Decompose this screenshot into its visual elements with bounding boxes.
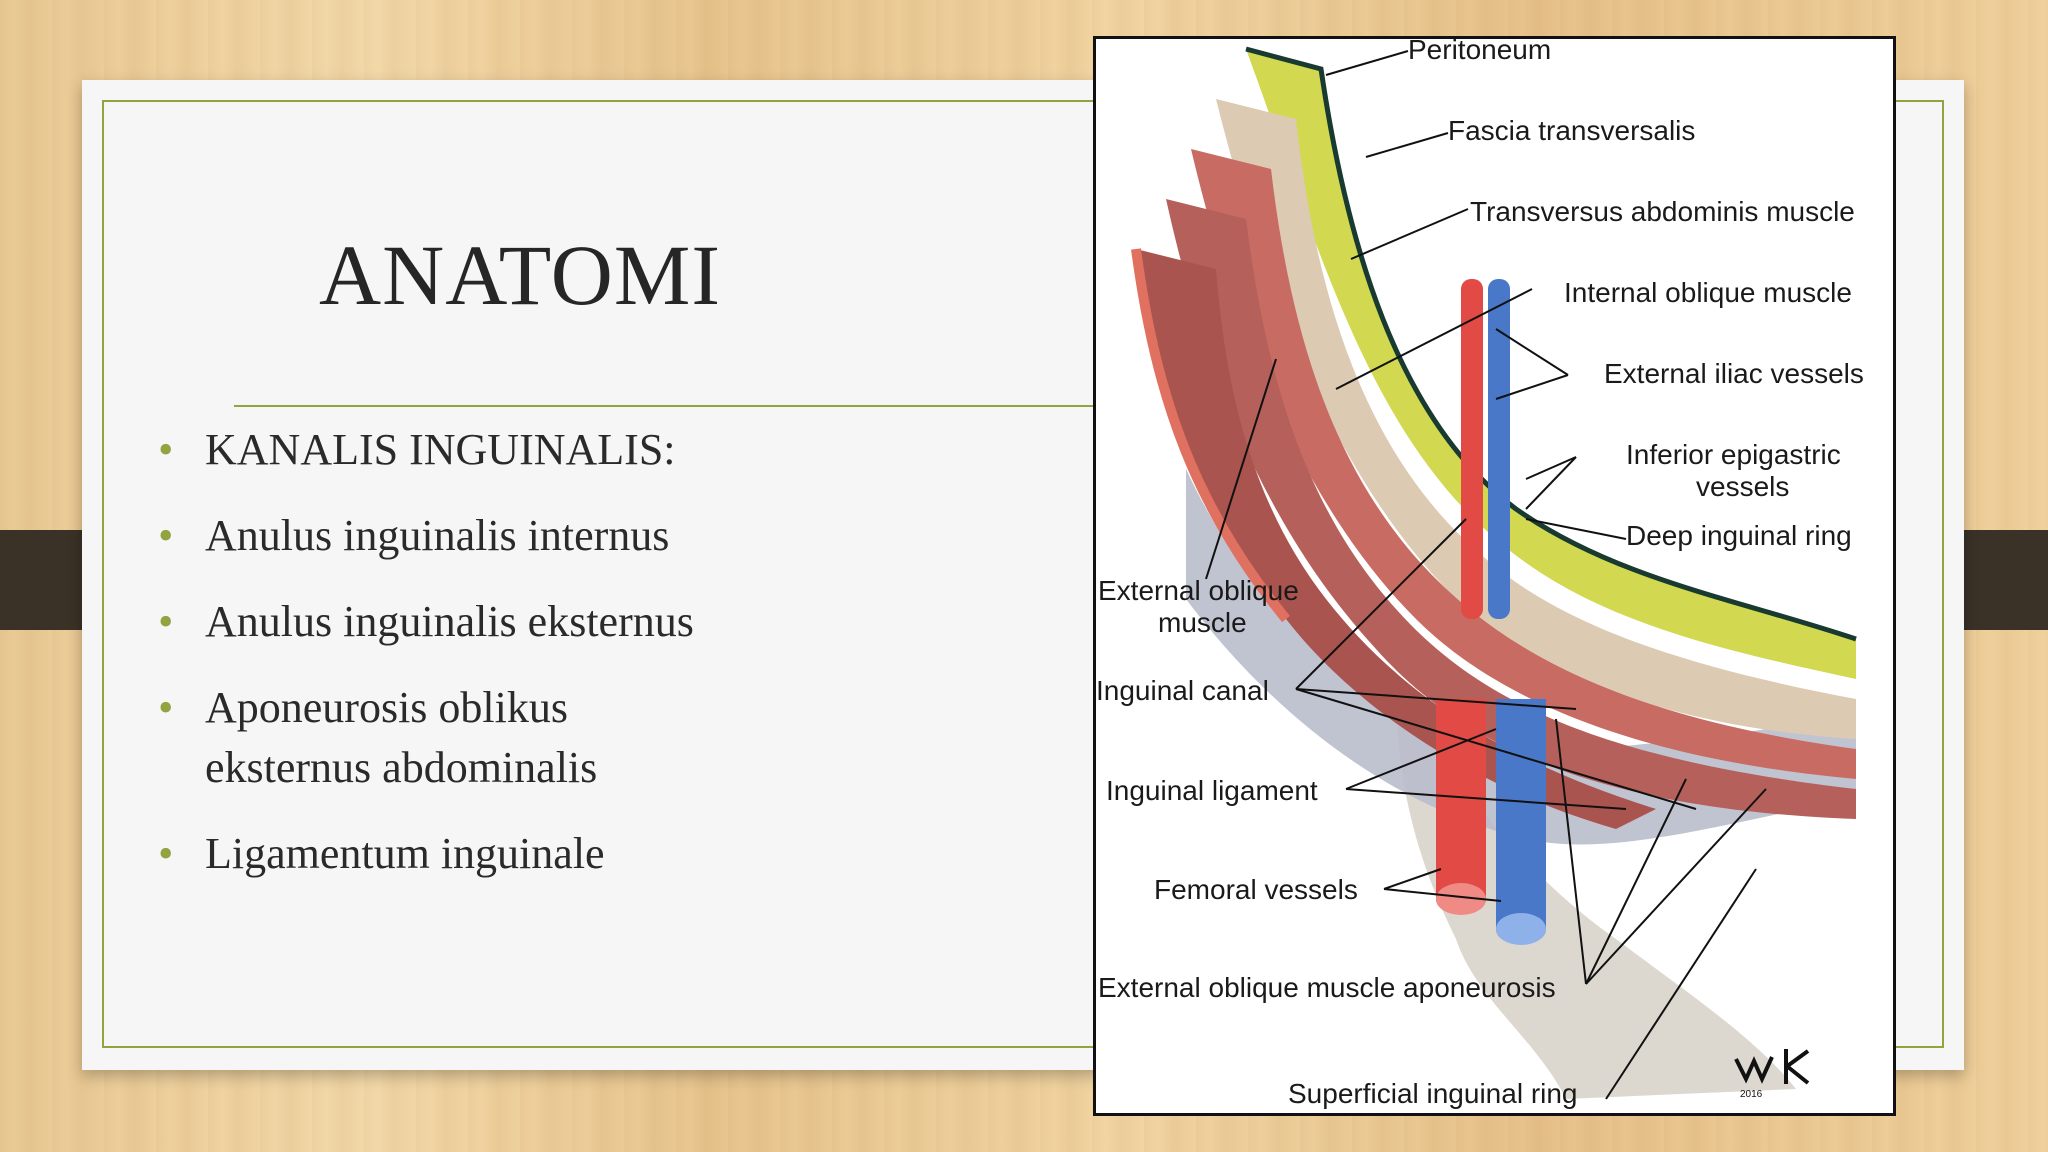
bullet-item: • Aponeurosis oblikus eksternus abdominal… xyxy=(150,678,725,798)
label-peritoneum: Peritoneum xyxy=(1408,39,1551,65)
bullet-text: Ligamentum inguinale xyxy=(205,829,605,878)
pelvic-bone-shape xyxy=(1396,689,1796,1099)
internal-oblique-muscle xyxy=(1166,199,1856,819)
label-external-iliac: External iliac vessels xyxy=(1604,358,1864,389)
external-iliac-artery xyxy=(1461,279,1483,619)
label-aponeurosis: External oblique muscle aponeurosis xyxy=(1098,972,1556,1003)
artist-signature-icon: 2016 xyxy=(1734,1049,1810,1100)
bullet-text: Aponeurosis oblikus eksternus abdominali… xyxy=(205,683,598,792)
label-external-oblique-2: muscle xyxy=(1158,607,1247,638)
external-iliac-vein xyxy=(1488,279,1510,619)
anatomy-figure: Peritoneum Fascia transversalis Transver… xyxy=(1093,36,1896,1116)
inguinal-canal-illustration: Peritoneum Fascia transversalis Transver… xyxy=(1096,39,1864,1109)
label-internal-oblique: Internal oblique muscle xyxy=(1564,277,1852,308)
label-external-oblique-1: External oblique xyxy=(1098,575,1299,606)
label-inguinal-canal: Inguinal canal xyxy=(1096,675,1269,706)
leader-lines xyxy=(1205,50,1767,1100)
bullet-dot-icon: • xyxy=(158,425,174,474)
label-femoral: Femoral vessels xyxy=(1154,874,1358,905)
label-inferior-epigastric-1: Inferior epigastric xyxy=(1626,439,1841,470)
bullet-text: KANALIS INGUINALIS: xyxy=(205,425,676,474)
bullet-item: • Ligamentum inguinale xyxy=(150,824,1050,884)
bullet-list: • KANALIS INGUINALIS: • Anulus inguinalis … xyxy=(150,420,1050,910)
label-fascia: Fascia transversalis xyxy=(1448,115,1695,146)
label-inguinal-ligament: Inguinal ligament xyxy=(1106,775,1318,806)
bullet-item: • KANALIS INGUINALIS: xyxy=(150,420,1050,480)
bullet-dot-icon: • xyxy=(158,683,174,732)
bullet-dot-icon: • xyxy=(158,511,174,560)
external-oblique-muscle xyxy=(1136,249,1656,829)
label-deep-ring: Deep inguinal ring xyxy=(1626,520,1852,551)
femoral-artery xyxy=(1436,699,1486,914)
fascia-layer xyxy=(1216,99,1856,739)
svg-text:2016: 2016 xyxy=(1740,1089,1763,1100)
femoral-vein xyxy=(1496,699,1546,944)
label-transversus: Transversus abdominis muscle xyxy=(1470,196,1855,227)
bullet-dot-icon: • xyxy=(158,597,174,646)
label-superficial-ring: Superficial inguinal ring xyxy=(1288,1078,1578,1109)
bullet-item: • Anulus inguinalis eksternus xyxy=(150,592,1050,652)
bullet-dot-icon: • xyxy=(158,829,174,878)
transversus-muscle xyxy=(1191,149,1856,779)
peritoneum-layer xyxy=(1246,49,1856,679)
bullet-item: • Anulus inguinalis internus xyxy=(150,506,1050,566)
bullet-text: Anulus inguinalis eksternus xyxy=(205,597,694,646)
slide-frame xyxy=(102,100,1944,1048)
slide-title: ANATOMI xyxy=(319,227,721,323)
bullet-text: Anulus inguinalis internus xyxy=(205,511,670,560)
title-divider xyxy=(234,405,1094,407)
label-inferior-epigastric-2: vessels xyxy=(1696,471,1789,502)
